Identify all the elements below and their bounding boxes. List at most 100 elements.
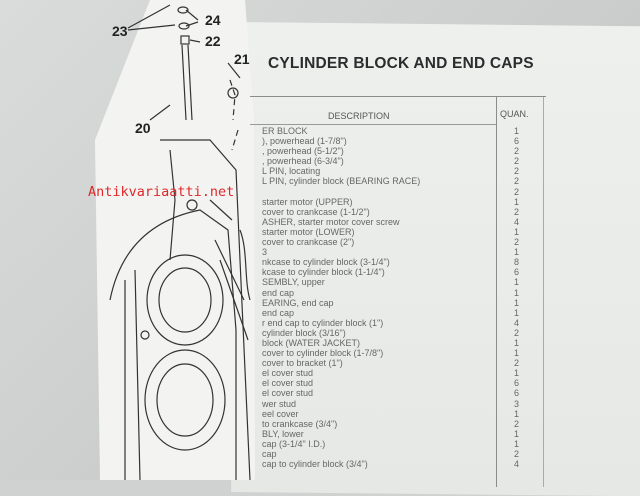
part-description: end cap xyxy=(262,307,295,318)
part-description: kcase to cylinder block (1-1/4") xyxy=(262,267,385,278)
part-description: 3 xyxy=(262,247,268,258)
table-row: L PIN, cylinder block (BEARING RACE) 2 xyxy=(250,176,546,186)
part-quantity: 6 xyxy=(514,378,520,389)
engine-drawing xyxy=(109,4,251,480)
part-quantity: 1 xyxy=(514,438,520,449)
header-quantity: QUAN. xyxy=(500,109,529,119)
table-row: end cap 1 xyxy=(250,288,546,298)
part-description: ASHER, starter motor cover screw xyxy=(262,216,400,227)
table-row: end cap 1 xyxy=(250,308,546,318)
part-quantity: 1 xyxy=(514,348,520,359)
part-quantity: 2 xyxy=(514,206,520,217)
callout-22: 22 xyxy=(205,33,221,49)
part-quantity: 3 xyxy=(514,398,520,409)
table-row: EARING, end cap 1 xyxy=(250,298,546,308)
part-description: ER BLOCK xyxy=(262,126,308,136)
callout-23: 23 xyxy=(112,23,128,39)
table-row: el cover stud 1 xyxy=(250,368,546,378)
table-row: cover to crankcase (1-1/2") 2 xyxy=(250,207,546,217)
part-quantity: 2 xyxy=(514,156,520,167)
column-divider xyxy=(496,97,497,487)
part-description: end cap xyxy=(262,287,295,298)
table-row: 2 xyxy=(250,187,546,197)
part-quantity: 1 xyxy=(514,287,520,298)
part-quantity: 1 xyxy=(514,368,520,379)
part-description: cap xyxy=(262,449,277,459)
part-description: L PIN, cylinder block (BEARING RACE) xyxy=(262,176,421,187)
table-row: , powerhead (5-1/2") 2 xyxy=(250,146,546,156)
part-quantity: 6 xyxy=(514,136,520,147)
part-quantity: 2 xyxy=(514,327,520,338)
part-description: cover to crankcase (2") xyxy=(262,237,355,248)
part-quantity: 2 xyxy=(514,176,520,187)
part-quantity: 1 xyxy=(514,408,520,419)
table-row: kcase to cylinder block (1-1/4") 6 xyxy=(250,267,546,277)
part-quantity: 1 xyxy=(514,428,520,439)
part-description: starter motor (UPPER) xyxy=(262,196,353,207)
part-description: , powerhead (5-1/2") xyxy=(262,146,344,157)
part-quantity: 1 xyxy=(514,247,520,258)
part-quantity: 4 xyxy=(514,317,520,328)
table-row: ), powerhead (1-7/8") 6 xyxy=(250,136,546,146)
callout-21: 21 xyxy=(234,51,250,67)
part-description: starter motor (LOWER) xyxy=(262,226,355,237)
header-description: DESCRIPTION xyxy=(328,111,390,121)
part-description: cover to bracket (1") xyxy=(262,358,343,369)
part-description: el cover stud xyxy=(262,368,314,379)
table-row: nkcase to cylinder block (3-1/4") 8 xyxy=(250,257,546,267)
part-description: nkcase to cylinder block (3-1/4") xyxy=(262,257,390,268)
part-description: wer stud xyxy=(262,398,297,409)
part-description: , powerhead (6-3/4") xyxy=(262,156,344,167)
part-quantity: 4 xyxy=(514,459,520,470)
part-quantity: 1 xyxy=(514,337,520,348)
part-description: cap to cylinder block (3/4") xyxy=(262,459,368,470)
part-description: BLY, lower xyxy=(262,428,304,439)
part-description: eel cover xyxy=(262,408,299,419)
part-quantity: 2 xyxy=(514,418,520,429)
table-row: eel cover 1 xyxy=(250,409,546,419)
part-quantity: 1 xyxy=(514,307,520,318)
part-quantity: 1 xyxy=(514,226,520,237)
callout-24: 24 xyxy=(205,12,221,28)
part-description: EARING, end cap xyxy=(262,297,334,308)
table-row: cover to crankcase (2")2 xyxy=(250,237,546,247)
table-row: starter motor (UPPER)1 xyxy=(250,197,546,207)
part-quantity: 2 xyxy=(514,358,520,369)
part-quantity: 1 xyxy=(514,297,520,308)
table-row: cover to cylinder block (1-7/8")1 xyxy=(250,348,546,358)
part-quantity: 2 xyxy=(514,146,520,157)
table-edge xyxy=(543,97,544,487)
part-description: el cover stud xyxy=(262,388,314,399)
part-description: ), powerhead (1-7/8") xyxy=(262,136,347,147)
table-row: cap to cylinder block (3/4") 4 xyxy=(250,459,546,469)
part-description: el cover stud xyxy=(262,378,314,389)
table-row: wer stud 3 xyxy=(250,399,546,409)
part-quantity: 4 xyxy=(514,216,520,227)
part-description: cap (3-1/4" I.D.) xyxy=(262,438,326,449)
table-row: cover to bracket (1") 2 xyxy=(250,358,546,368)
table-row: r end cap to cylinder block (1")4 xyxy=(250,318,546,328)
part-quantity: 1 xyxy=(514,277,520,288)
part-quantity: 2 xyxy=(514,166,520,177)
table-row: to crankcase (3/4") 2 xyxy=(250,419,546,429)
part-description: L PIN, locating xyxy=(262,166,321,177)
part-description: to crankcase (3/4") xyxy=(262,418,338,429)
table-row: ASHER, starter motor cover screw 4 xyxy=(250,217,546,227)
page-title: CYLINDER BLOCK AND END CAPS xyxy=(268,55,534,72)
part-description: cylinder block (3/16") xyxy=(262,327,346,338)
part-quantity: 6 xyxy=(514,267,520,278)
part-quantity: 2 xyxy=(514,449,520,459)
part-description: cover to crankcase (1-1/2") xyxy=(262,206,370,217)
exploded-diagram: 23 24 22 20 21 xyxy=(95,0,255,480)
part-quantity: 8 xyxy=(514,257,520,268)
table-row: BLY, lower 1 xyxy=(250,429,546,439)
callout-20: 20 xyxy=(135,120,151,136)
table-row: L PIN, locating 2 xyxy=(250,166,546,176)
table-row: cap 2 xyxy=(250,449,546,459)
part-description: block (WATER JACKET) xyxy=(262,337,361,348)
